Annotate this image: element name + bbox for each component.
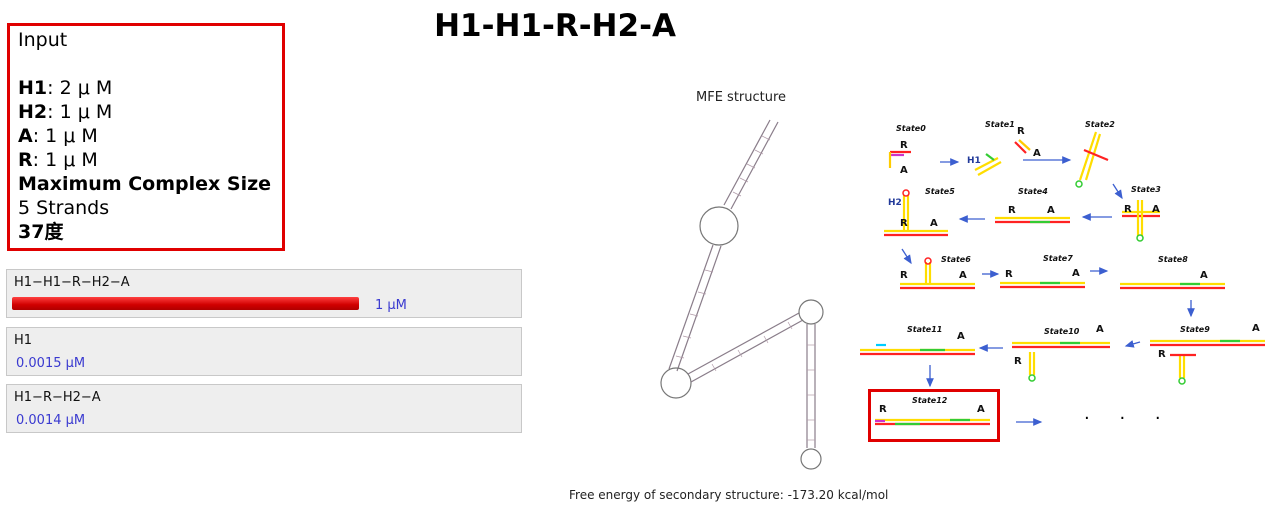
- state0-label: State0: [896, 124, 926, 133]
- input-box: Input H1: 2 μ M H2: 1 μ M A: 1 μ M R: 1 …: [7, 23, 285, 251]
- strand-label-a: A: [1200, 270, 1208, 281]
- state4-label: State4: [1018, 187, 1048, 196]
- page-title: H1-H1-R-H2-A: [434, 8, 676, 44]
- strand-label-r: R: [1005, 269, 1013, 280]
- state-glyphs: [860, 131, 1265, 426]
- mfe-label: MFE structure: [696, 90, 787, 105]
- complex-panel-3[interactable]: H1−R−H2−A 0.0014 μM: [6, 384, 522, 433]
- max-complex-label: Maximum Complex Size: [18, 173, 272, 195]
- ellipsis: · · ·: [1084, 408, 1173, 429]
- strand-label-a: A: [1033, 148, 1041, 159]
- strand-label-a: A: [900, 165, 908, 176]
- state8-label: State8: [1158, 255, 1188, 264]
- complex-panel-1[interactable]: H1−H1−R−H2−A 1 μM: [6, 269, 522, 318]
- strand-label-a: A: [959, 270, 967, 281]
- strand-label-a: A: [1152, 204, 1160, 215]
- temperature: 37度: [18, 221, 64, 243]
- strand-label-a: A: [957, 331, 965, 342]
- strand-label-h2: H2: [888, 198, 902, 208]
- strand-label-r: R: [1008, 205, 1016, 216]
- strand-label-a: A: [1072, 268, 1080, 279]
- strand-label-r: R: [900, 218, 908, 229]
- strand-label-a: A: [1047, 205, 1055, 216]
- strand-label-r: R: [1017, 126, 1025, 137]
- strand-label-a: A: [1252, 323, 1260, 334]
- complex-concentration: 0.0015 μM: [16, 356, 86, 371]
- input-heading: Input: [18, 29, 68, 51]
- reaction-arrows: [901, 156, 1195, 426]
- state11-label: State11: [907, 325, 943, 334]
- strand-label-r: R: [900, 270, 908, 281]
- complex-panel-2[interactable]: H1 0.0015 μM: [6, 327, 522, 376]
- state5-label: State5: [925, 187, 955, 196]
- strand-label-a: A: [1096, 324, 1104, 335]
- complex-concentration: 1 μM: [375, 298, 407, 313]
- state9-label: State9: [1180, 325, 1210, 334]
- strand-label-r: R: [1124, 204, 1132, 215]
- complex-name: H1: [14, 333, 33, 348]
- input-r: R: 1 μ M: [18, 149, 98, 171]
- strand-label-h1: H1: [967, 156, 981, 166]
- max-complex-value: 5 Strands: [18, 197, 110, 219]
- state6-label: State6: [941, 255, 971, 264]
- state12-label: State12: [912, 396, 948, 405]
- input-h1: H1: 2 μ M: [18, 77, 113, 99]
- state7-label: State7: [1043, 254, 1073, 263]
- strand-label-r: R: [1158, 349, 1166, 360]
- complex-name: H1−R−H2−A: [14, 390, 101, 405]
- state10-label: State10: [1044, 327, 1080, 336]
- state1-label: State1: [985, 120, 1015, 129]
- complex-concentration: 0.0014 μM: [16, 413, 86, 428]
- strand-label-r: R: [879, 404, 887, 415]
- free-energy-label: Free energy of secondary structure: -173…: [569, 488, 889, 502]
- concentration-bar: [12, 297, 359, 310]
- state3-label: State3: [1131, 185, 1161, 194]
- complex-name: H1−H1−R−H2−A: [14, 275, 130, 290]
- strand-label-r: R: [1014, 356, 1022, 367]
- mfe-structure: [660, 119, 824, 470]
- strand-label-a: A: [977, 404, 985, 415]
- input-a: A: 1 μ M: [18, 125, 98, 147]
- strand-label-r: R: [900, 140, 908, 151]
- input-h2: H2: 1 μ M: [18, 101, 113, 123]
- state12-highlight: [868, 389, 1000, 442]
- strand-label-a: A: [930, 218, 938, 229]
- state2-label: State2: [1085, 120, 1115, 129]
